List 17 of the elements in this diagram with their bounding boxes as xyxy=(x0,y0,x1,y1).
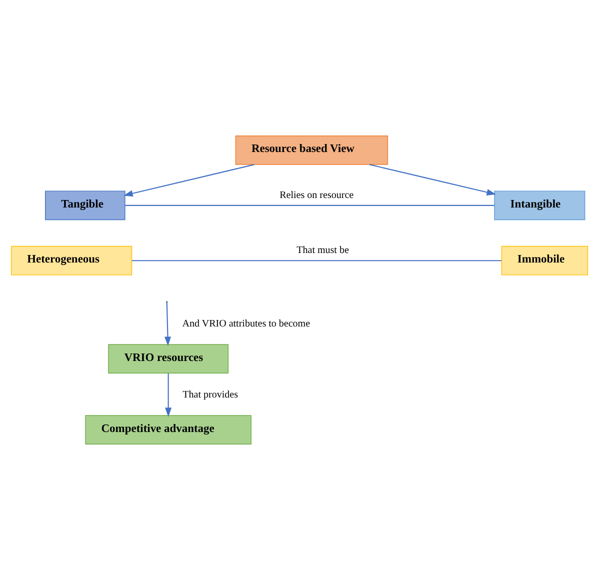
arrow xyxy=(165,372,172,416)
node-box: Competitive advantage xyxy=(85,414,252,444)
edge-label: And VRIO attributes to become xyxy=(182,318,310,329)
arrow xyxy=(369,164,496,195)
node-box: Immobile xyxy=(501,245,588,275)
node-box: Intangible xyxy=(494,190,586,220)
node-box: Heterogeneous xyxy=(10,245,132,275)
connector xyxy=(125,204,494,206)
edge-label: That provides xyxy=(182,388,238,400)
edge-label: Relies on resource xyxy=(280,190,354,201)
edge-label: That must be xyxy=(296,244,349,256)
node-box: Tangible xyxy=(45,190,126,220)
node-box: Resource based View xyxy=(235,135,388,164)
node-box: VRIO resources xyxy=(108,344,229,374)
arrow xyxy=(164,302,172,346)
arrow xyxy=(123,164,254,196)
connector xyxy=(132,260,502,261)
